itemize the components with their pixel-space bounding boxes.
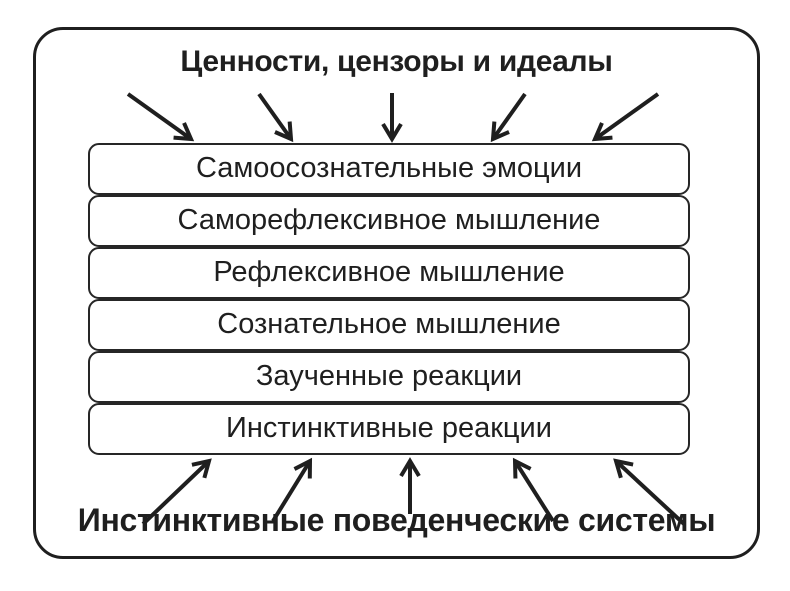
bottom-title: Инстинктивные поведенческие системы: [77, 502, 716, 538]
top-title: Ценности, цензоры и идеалы: [180, 45, 613, 78]
level-box-instinctive-reactions: Инстинктивные реакции: [88, 403, 690, 455]
level-box-reflective-thinking: Рефлексивное мышление: [88, 247, 690, 299]
level-box-self-conscious-emotions: Самоосознательные эмоции: [88, 143, 690, 195]
arrow-up-icon-4: [512, 457, 555, 523]
level-label: Самоосознательные эмоции: [195, 151, 583, 184]
level-box-learned-reactions: Заученные реакции: [88, 351, 690, 403]
arrow-down-icon-4: [490, 92, 527, 143]
level-box-self-reflective-thinking: Саморефлексивное мышление: [88, 195, 690, 247]
level-box-deliberative-thinking: Сознательное мышление: [88, 299, 690, 351]
level-label: Заученные реакции: [255, 359, 523, 392]
arrow-down-icon-1: [126, 92, 195, 142]
arrow-down-icon-2: [257, 92, 294, 143]
level-label: Рефлексивное мышление: [213, 255, 565, 288]
level-label: Саморефлексивное мышление: [177, 203, 601, 236]
level-label: Инстинктивные реакции: [226, 411, 552, 444]
level-label: Сознательное мышление: [217, 307, 561, 340]
arrow-up-icon-2: [271, 457, 313, 523]
levels-stack: Самоосознательные эмоции Саморефлексивно…: [88, 143, 690, 455]
arrow-down-icon-5: [591, 92, 660, 142]
arrow-up-icon-5: [613, 458, 686, 526]
arrow-up-icon-1: [141, 458, 212, 526]
